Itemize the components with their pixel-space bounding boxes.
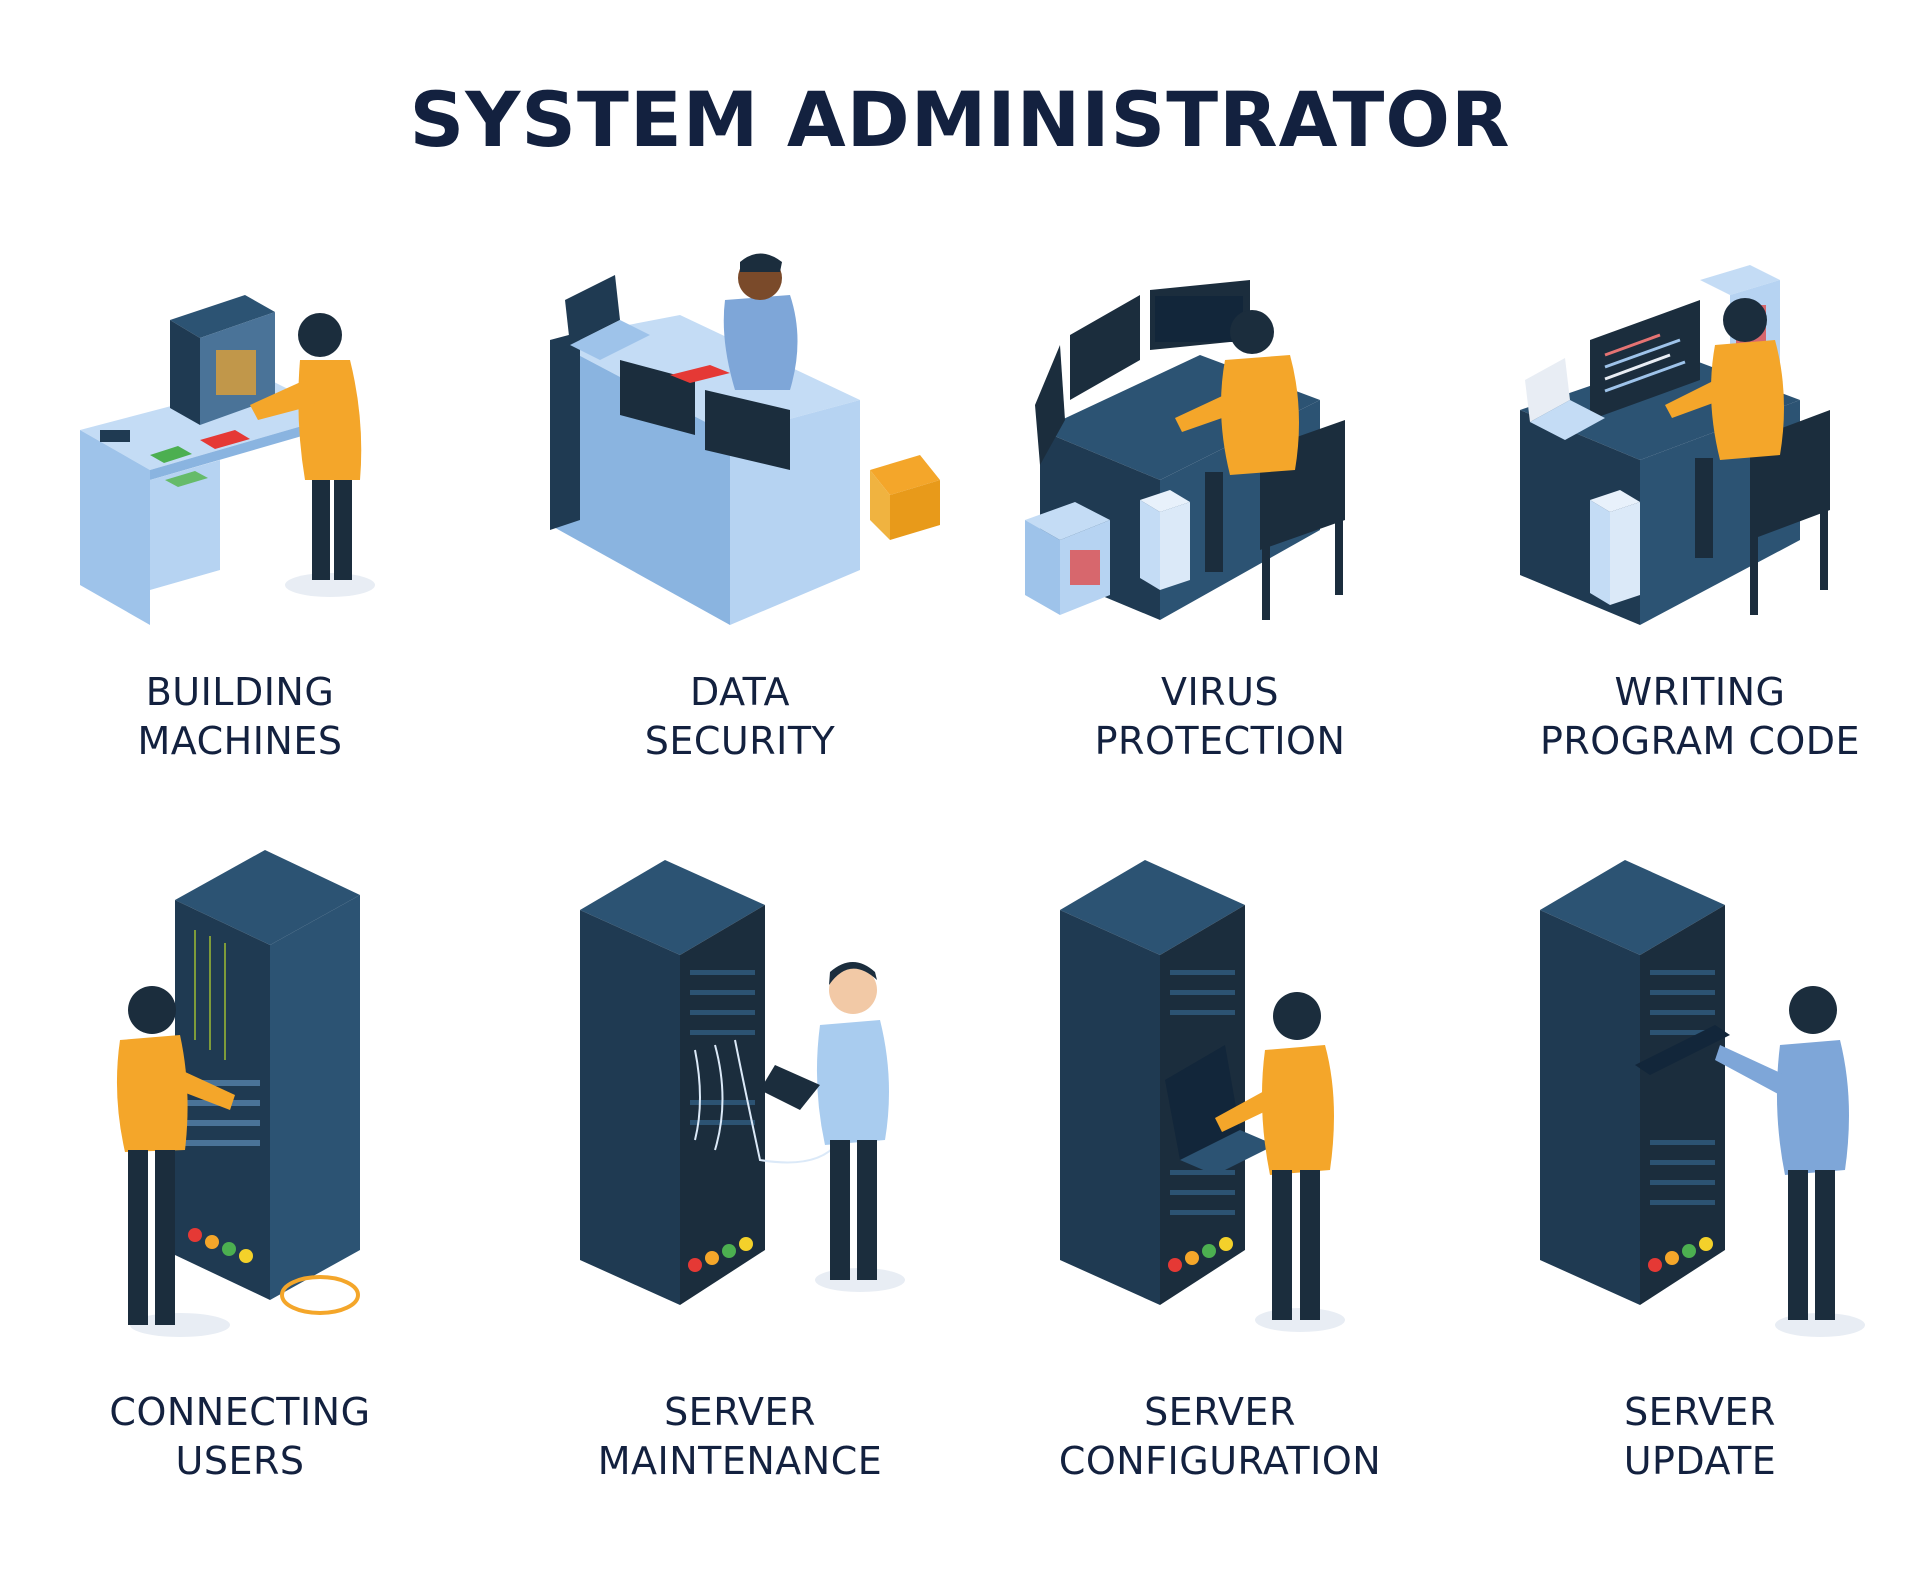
label-line2: SECURITY bbox=[644, 719, 836, 763]
label-line2: USERS bbox=[175, 1439, 305, 1483]
server-configuration-illustration bbox=[1060, 860, 1345, 1332]
data-security-illustration bbox=[550, 253, 940, 625]
server-maintenance-illustration bbox=[580, 860, 905, 1305]
label-line2: CONFIGURATION bbox=[1058, 1439, 1382, 1483]
label-line1: SERVER bbox=[1624, 1390, 1776, 1434]
label-line2: PROTECTION bbox=[1094, 719, 1346, 763]
server-update-illustration bbox=[1540, 860, 1865, 1337]
writing-program-code-illustration bbox=[1520, 265, 1830, 625]
label-line2: MAINTENANCE bbox=[597, 1439, 883, 1483]
label-line1: WRITING bbox=[1614, 670, 1786, 714]
connecting-users-illustration bbox=[116, 850, 360, 1337]
label-line1: SERVER bbox=[1144, 1390, 1296, 1434]
label-line1: CONNECTING bbox=[109, 1390, 371, 1434]
label-line1: VIRUS bbox=[1160, 670, 1280, 714]
label-line1: BUILDING bbox=[145, 670, 335, 714]
label-line1: DATA bbox=[690, 670, 790, 714]
building-machines-illustration bbox=[80, 295, 375, 625]
label-line1: SERVER bbox=[664, 1390, 816, 1434]
virus-protection-illustration bbox=[1025, 280, 1345, 620]
label-line2: PROGRAM CODE bbox=[1539, 719, 1861, 763]
label-line2: UPDATE bbox=[1623, 1439, 1777, 1483]
page-title: SYSTEM ADMINISTRATOR bbox=[409, 75, 1511, 164]
label-line2: MACHINES bbox=[137, 719, 343, 763]
